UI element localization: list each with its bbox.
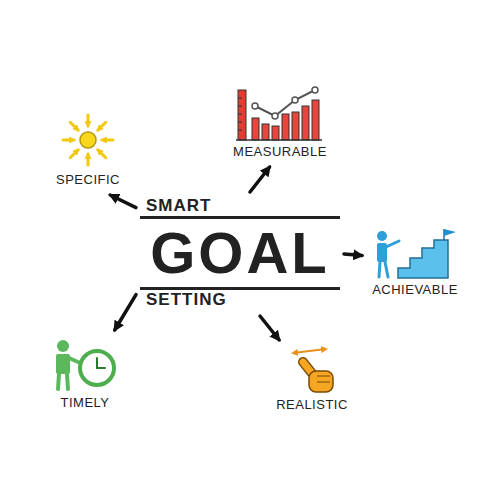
swap-arrow (293, 349, 326, 353)
smart-criterion: SPECIFIC (51, 112, 125, 190)
criterion-label: SPECIFIC (56, 172, 120, 188)
person-head (57, 340, 69, 352)
chart-bar (312, 100, 319, 140)
connector-arrow (344, 254, 362, 256)
achievable-icon (377, 229, 456, 278)
connector-arrow (110, 195, 136, 208)
flag (444, 229, 456, 236)
ruler-tick (238, 106, 242, 107)
sun-core (80, 132, 96, 148)
criterion-label: TIMELY (61, 395, 110, 411)
hub-text: GOAL (140, 216, 340, 290)
criterion-label: MEASURABLE (233, 144, 327, 160)
realistic-icon (293, 349, 333, 392)
hub-text: SMART (140, 196, 340, 216)
sun-ray (87, 115, 90, 126)
timely-icon (56, 340, 114, 389)
specific-icon (63, 115, 113, 165)
chart-bar (262, 124, 269, 140)
measurable-icon (236, 87, 322, 140)
person-leg (67, 374, 68, 389)
clock-hand (96, 358, 98, 368)
sun-ray (70, 150, 78, 158)
person-arm (69, 358, 78, 362)
chart-bar (282, 114, 289, 140)
smart-criterion: REALISTIC (271, 345, 353, 415)
knuckle-line (317, 382, 330, 383)
person-leg (379, 262, 380, 277)
connector-arrow (260, 316, 279, 340)
chart-bar (302, 106, 309, 140)
ruler-tick (238, 122, 242, 123)
knuckle-line (317, 376, 330, 377)
chart-bar (272, 126, 279, 140)
person-head (377, 231, 387, 241)
smart-criterion: ACHIEVABLE (367, 226, 463, 300)
smart-criterion: TIMELY (52, 335, 118, 413)
goal-hub: SMARTGOALSETTING (140, 196, 340, 312)
stairs (398, 240, 448, 278)
trend-dot (312, 87, 318, 93)
palm (309, 371, 333, 392)
trend-dot (272, 113, 278, 119)
hub-text: SETTING (140, 290, 340, 310)
trend-dot (292, 97, 298, 103)
chart-bar (252, 118, 259, 140)
clock-hand (97, 367, 105, 369)
sun-ray (98, 150, 106, 158)
sun-ray (63, 139, 74, 142)
sun-ray (102, 139, 113, 142)
connector-arrow (250, 167, 270, 192)
smart-criterion: MEASURABLE (228, 84, 332, 162)
ruler-tick (238, 130, 242, 131)
ruler-tick (238, 114, 242, 115)
person-leg (58, 374, 59, 389)
trend-line (255, 90, 315, 116)
ruler-tick (238, 98, 242, 99)
criterion-label: REALISTIC (276, 397, 348, 413)
clock-face (80, 351, 114, 385)
ruler (238, 90, 246, 140)
sun-ray (98, 122, 106, 130)
chart-bar (292, 112, 299, 140)
trend-dot (252, 103, 258, 109)
connector-arrow (115, 295, 136, 330)
person-arm (386, 241, 399, 247)
sun-ray (87, 154, 90, 165)
chart-baseline (236, 139, 322, 141)
person-leg (385, 262, 388, 277)
criterion-label: ACHIEVABLE (372, 282, 458, 298)
sun-ray (70, 122, 78, 130)
